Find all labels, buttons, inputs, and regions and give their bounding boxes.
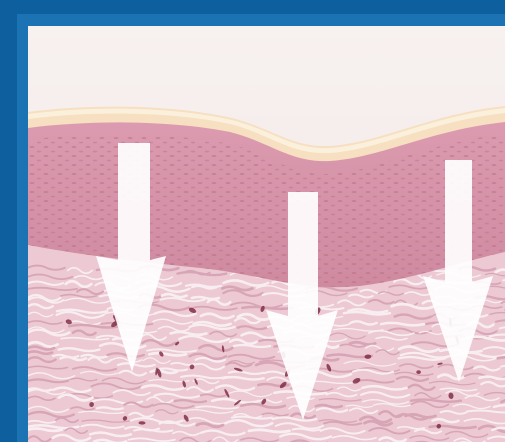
dermis-cell [416,370,421,374]
